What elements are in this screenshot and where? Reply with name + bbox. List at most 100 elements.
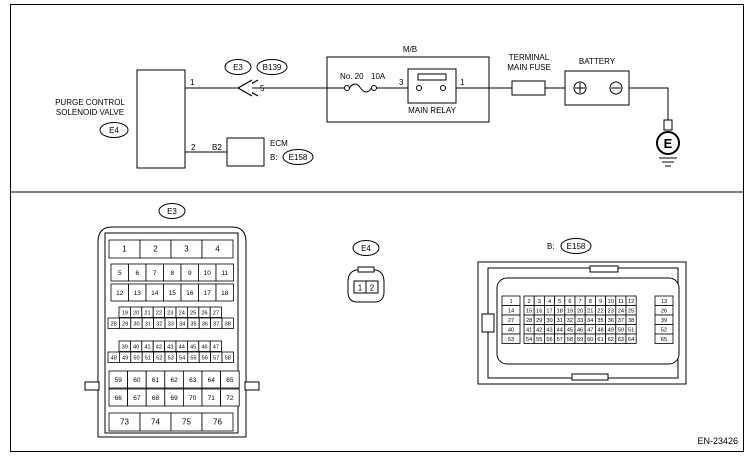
e158-pin-11: 11 <box>618 299 624 305</box>
e3-pin-25: 25 <box>190 311 196 317</box>
e3-pin-38: 38 <box>225 322 231 328</box>
e3-pin-14: 14 <box>151 290 159 297</box>
e3-pin-35: 35 <box>190 322 196 328</box>
e158-pin-22: 22 <box>597 309 603 315</box>
e3-pin-51: 51 <box>145 356 151 362</box>
e3-pin-47-cell <box>209 340 222 352</box>
e4-pin-2: 2 <box>370 284 375 293</box>
e3-pin-43: 43 <box>167 345 173 351</box>
e3-pin-72: 72 <box>226 395 234 402</box>
e158-pin-9: 9 <box>599 299 602 305</box>
ground-terminal <box>663 119 673 131</box>
e3-pin-47: 47 <box>213 345 219 351</box>
e3-pin-27: 27 <box>213 311 219 317</box>
battery-label: BATTERY <box>579 57 616 66</box>
e158-pin-7: 7 <box>579 299 582 305</box>
main-relay-label: MAIN RELAY <box>408 106 457 115</box>
e3-pin-63: 63 <box>189 377 197 384</box>
e158-pin-48: 48 <box>597 328 603 334</box>
e4-view-label: E4 <box>361 244 371 253</box>
connector-arrow-inner <box>236 79 253 97</box>
e3-pin-11-cell <box>215 263 234 282</box>
e3-pin-59: 59 <box>115 377 123 384</box>
fuse-rating: 10A <box>371 72 386 81</box>
e3-pin-66: 66 <box>115 395 123 402</box>
terminal-main-fuse <box>511 80 546 96</box>
e3-pin-65: 65 <box>226 377 234 384</box>
fuse-symbol <box>349 83 372 93</box>
e3-latch-right <box>244 381 260 391</box>
e3-pin-4: 4 <box>215 244 220 253</box>
main-relay-box <box>407 68 457 104</box>
e3-view-label: E3 <box>167 207 177 216</box>
e3-pin-46: 46 <box>201 345 207 351</box>
e3-pin-27-cell <box>209 306 222 318</box>
e3-pin-15: 15 <box>169 290 177 297</box>
ecm-connector: E158 <box>289 153 308 162</box>
e4-view-badge <box>352 240 380 256</box>
e3-pin-21: 21 <box>144 311 150 317</box>
e3-pin-31: 31 <box>145 322 151 328</box>
e158-pin-59: 59 <box>577 337 583 343</box>
e3-pin-8: 8 <box>170 270 174 277</box>
terminal-fuse-label-1: TERMINAL <box>509 53 550 62</box>
ground-label: E <box>664 136 673 151</box>
e158-pin-49: 49 <box>608 328 614 334</box>
e3-pin-67: 67 <box>133 395 141 402</box>
e3-pin-20: 20 <box>133 311 139 317</box>
e3-label: E3 <box>233 63 243 72</box>
e158-pin-36: 36 <box>608 318 614 324</box>
e158-pin-31: 31 <box>557 318 563 324</box>
wire-battery-to-ground <box>629 87 669 120</box>
e3-pin-58: 58 <box>225 356 231 362</box>
e158-pin-63: 63 <box>618 337 624 343</box>
e3-pin-64: 64 <box>208 377 216 384</box>
e158-pin-8: 8 <box>589 299 592 305</box>
pin-valve-2: 2 <box>191 143 196 152</box>
e158-pin-44: 44 <box>557 328 563 334</box>
ecm-connector-prefix: B: <box>270 153 278 162</box>
e158-pin-50: 50 <box>618 328 624 334</box>
purge-valve-label-2: SOLENOID VALVE <box>56 108 124 117</box>
e158-pin-60: 60 <box>587 337 593 343</box>
e3-pin-13: 13 <box>134 290 142 297</box>
e3-pin-1: 1 <box>122 244 127 253</box>
e158-bottom-clip <box>571 373 609 381</box>
pin-relay-out-1: 1 <box>460 78 465 87</box>
e158-pin-55: 55 <box>536 337 542 343</box>
e3-badge <box>224 59 252 75</box>
e158-pin-18: 18 <box>557 309 563 315</box>
e158-pin-6: 6 <box>568 299 571 305</box>
pin-relay-3: 3 <box>399 78 404 87</box>
e3-pin-18-cell <box>215 283 234 302</box>
e3-pin-18: 18 <box>221 290 229 297</box>
e158-pin-52: 52 <box>661 328 667 334</box>
e158-pin-65: 65 <box>661 337 667 343</box>
e3-pin-19: 19 <box>122 311 128 317</box>
e158-pin-1: 1 <box>509 299 512 305</box>
e158-pin-16: 16 <box>536 309 542 315</box>
b139-badge <box>256 59 288 75</box>
e3-pin-61: 61 <box>152 377 160 384</box>
e3-pin-12: 12 <box>116 290 124 297</box>
e158-view-badge <box>560 238 592 254</box>
e158-pin-37: 37 <box>618 318 624 324</box>
e3-pin-76: 76 <box>213 417 222 426</box>
e158-pin-47: 47 <box>587 328 593 334</box>
e158-pin-28: 28 <box>526 318 532 324</box>
e158-pin-64-cell <box>625 333 637 344</box>
e3-pin-34: 34 <box>179 322 185 328</box>
e158-side-latch <box>481 313 495 333</box>
relay-contact-right <box>440 85 446 91</box>
purge-valve-box <box>136 69 186 169</box>
e158-pin-25: 25 <box>628 309 634 315</box>
pin-ecm-b2: B2 <box>212 143 222 152</box>
e158-pin-15: 15 <box>526 309 532 315</box>
e158-pin-53-cell <box>501 333 521 344</box>
e3-pin-6: 6 <box>135 270 139 277</box>
e3-pin-55: 55 <box>190 356 196 362</box>
e3-pin-16: 16 <box>186 290 194 297</box>
